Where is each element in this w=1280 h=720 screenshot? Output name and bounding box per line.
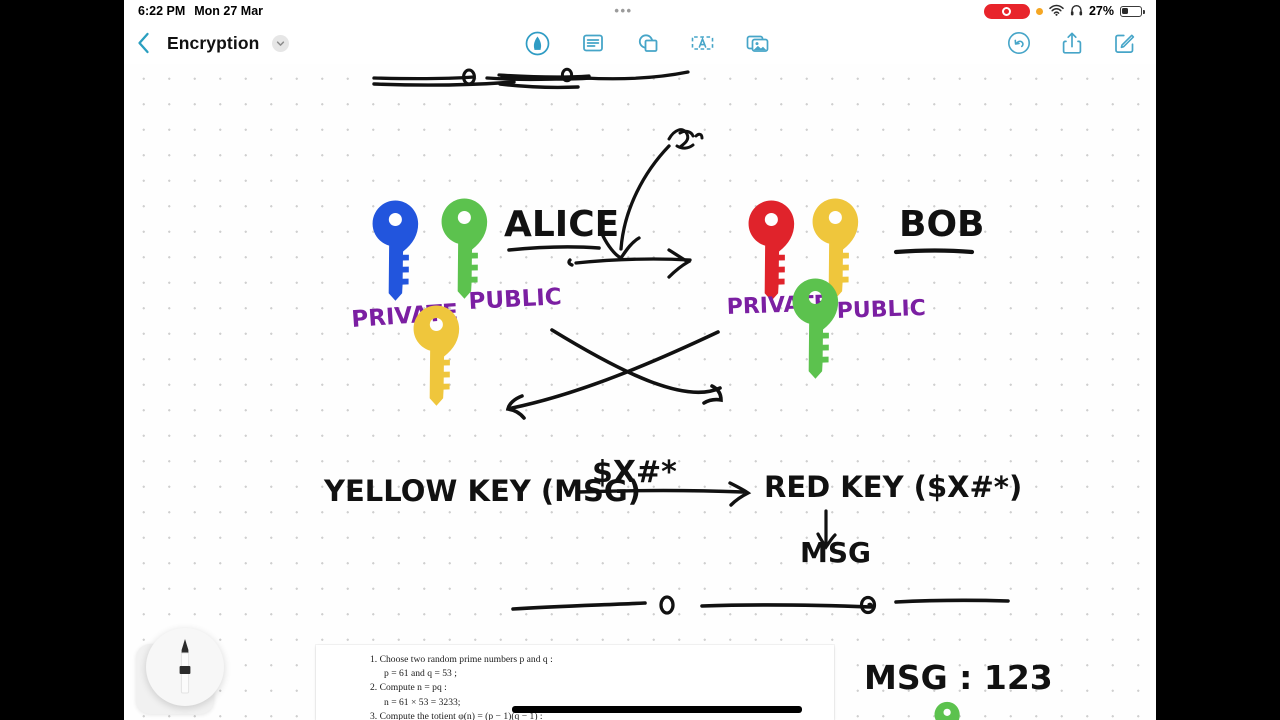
battery-fill xyxy=(1122,7,1128,15)
cipher-text: $X#* xyxy=(592,455,677,490)
record-ring xyxy=(1002,6,1012,16)
compose-button[interactable] xyxy=(1112,30,1138,56)
wifi-icon xyxy=(1049,4,1064,19)
received-yellow-key[interactable] xyxy=(413,305,460,406)
top-loop-2 xyxy=(560,67,574,83)
rsa-line-5: 3. Compute the totient φ(n) = (p − 1)(q … xyxy=(370,710,543,720)
nav-bar: Encryption xyxy=(124,22,1156,64)
page-title: Encryption xyxy=(167,32,260,53)
tablet-screen: 6:22 PM Mon 27 Mar ••• xyxy=(124,0,1156,720)
alice-underline xyxy=(507,245,601,252)
alice-public-key-green[interactable] xyxy=(441,198,488,299)
bob-heading: BOB xyxy=(899,204,984,245)
alice-private-key-blue[interactable] xyxy=(372,200,419,301)
alice-public-label: PUBLIC xyxy=(468,284,562,315)
msg-green-key[interactable] xyxy=(934,701,960,720)
record-icon[interactable] xyxy=(983,3,1030,19)
headphones-icon xyxy=(1070,4,1083,19)
battery-icon xyxy=(1120,5,1145,17)
bottom-loop-2 xyxy=(859,595,877,615)
top-stroke-line-2 xyxy=(372,70,690,82)
letterbox-left xyxy=(0,0,124,720)
rsa-line-3: 2. Compute n = pq : xyxy=(370,682,447,694)
battery-percent: 27% xyxy=(1088,4,1114,18)
rsa-line-2: p = 61 and q = 53 ; xyxy=(384,668,457,680)
rsa-steps-snippet[interactable]: 1. Choose two random prime numbers p and… xyxy=(316,645,834,720)
bob-private-key-red[interactable] xyxy=(748,200,795,301)
pen-tool-palette[interactable] xyxy=(132,622,228,718)
textbox-tool[interactable] xyxy=(690,30,716,56)
received-green-key[interactable] xyxy=(792,278,839,379)
decrypt-formula: RED KEY ($X#*) xyxy=(764,470,1022,504)
note-tool[interactable] xyxy=(580,30,606,56)
shapes-tool[interactable] xyxy=(635,30,661,56)
rsa-line-1: 1. Choose two random prime numbers p and… xyxy=(370,654,553,665)
chevron-down-icon[interactable] xyxy=(272,34,290,52)
plaintext-result: MSG xyxy=(800,536,871,569)
ink-tool[interactable] xyxy=(525,30,551,56)
horizontal-double-arrow xyxy=(567,248,692,279)
message-note: MSG : 123 xyxy=(864,658,1053,697)
status-bar: 6:22 PM Mon 27 Mar ••• xyxy=(124,0,1156,22)
letterbox-right xyxy=(1156,0,1280,720)
bob-underline xyxy=(893,248,975,255)
rsa-line-4: n = 61 × 53 = 3233; xyxy=(384,696,461,708)
undo-button[interactable] xyxy=(1006,30,1032,56)
orange-privacy-dot-icon xyxy=(1035,7,1043,15)
bob-public-label: PUBLIC xyxy=(836,296,926,324)
chevron-left-icon[interactable] xyxy=(132,32,154,54)
multitask-handle-icon[interactable]: ••• xyxy=(614,3,633,18)
top-stroke-line-1 xyxy=(497,73,591,79)
ink-redaction-stroke xyxy=(512,706,802,713)
bottom-loop-1 xyxy=(659,595,675,615)
eavesdrop-scribble xyxy=(667,128,704,150)
media-tool[interactable] xyxy=(745,30,771,56)
status-time: 6:22 PM xyxy=(138,4,186,18)
alice-heading: ALICE xyxy=(504,204,619,245)
ink-layer[interactable]: ALICE BOB xyxy=(124,64,1156,720)
cipher-arrow xyxy=(577,481,752,507)
decrypt-down-arrow xyxy=(816,509,837,550)
bottom-stroke-group xyxy=(511,598,1010,611)
key-exchange-arrows xyxy=(505,328,723,420)
status-date: Mon 27 Mar xyxy=(194,4,264,18)
pen-tip-icon[interactable] xyxy=(146,628,224,706)
share-button[interactable] xyxy=(1059,30,1085,56)
curved-down-arrow xyxy=(601,144,671,261)
note-canvas[interactable]: ALICE BOB xyxy=(124,64,1156,720)
